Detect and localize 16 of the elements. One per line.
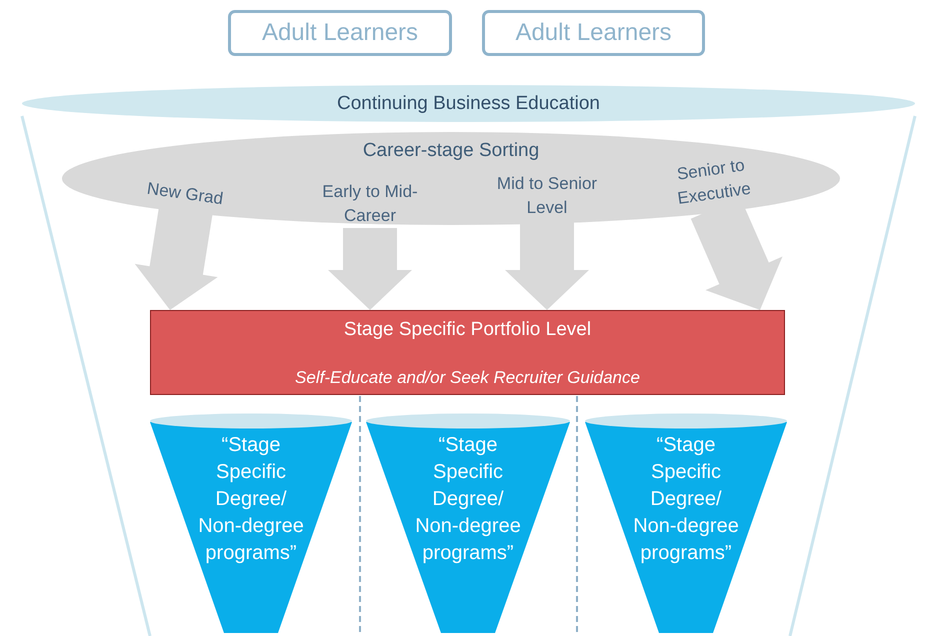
portfolio-bar [150, 310, 785, 395]
stage-label: New Grad [134, 174, 236, 214]
program-text: “Stage Specific Degree/ Non-degree programs” [632, 433, 740, 566]
funnel-title: Continuing Business Education [336, 92, 600, 114]
audience-box: Adult Learners [482, 10, 705, 56]
stage-label: Mid to Senior Level [482, 172, 612, 220]
program-text: “Stage Specific Degree/ Non-degree programs” [197, 433, 305, 566]
stage-label: Senior to Executive [652, 150, 773, 214]
portfolio-subtitle: Self-Educate and/or Seek Recruiter Guidance [294, 368, 641, 388]
stage-label: Early to Mid-Career [305, 180, 435, 228]
sorting-title: Career-stage Sorting [362, 140, 540, 162]
block-arrow [328, 228, 412, 310]
audience-box: Adult Learners [228, 10, 452, 56]
program-text: “Stage Specific Degree/ Non-degree programs” [414, 433, 522, 566]
block-arrow [505, 220, 589, 310]
portfolio-title: Stage Specific Portfolio Level [342, 319, 592, 341]
